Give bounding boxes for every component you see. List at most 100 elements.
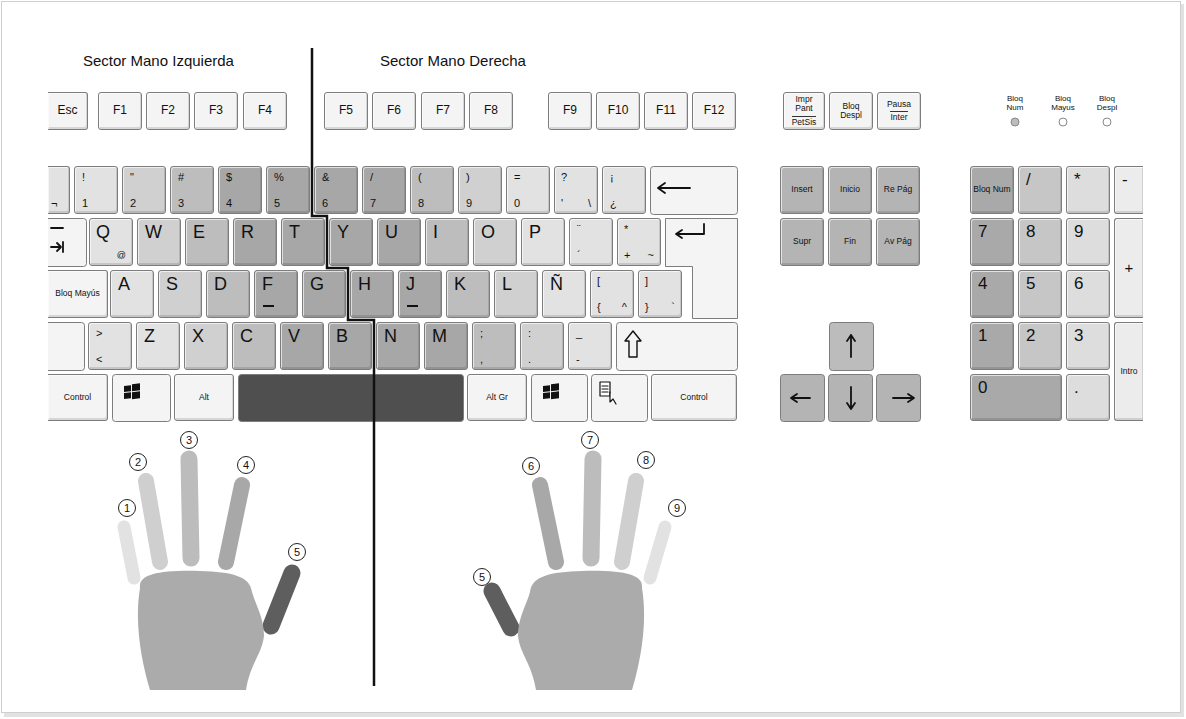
keyboard-key: J	[398, 270, 442, 318]
key-legend: `	[671, 301, 675, 313]
keyboard-key: F11	[644, 92, 688, 130]
keyboard-key: Insert	[780, 166, 824, 214]
windows-key	[532, 375, 588, 422]
key-legend: ^	[622, 301, 627, 313]
key-legend: T	[289, 223, 317, 243]
key-legend: U	[385, 223, 413, 243]
menu-icon	[600, 382, 616, 404]
arrow-key	[781, 375, 825, 422]
key-legend: I	[433, 223, 461, 243]
tab-symbol	[51, 227, 63, 229]
keyboard-key: "2	[122, 166, 166, 214]
finger-number: 5	[473, 568, 491, 586]
keyboard-key: +	[1114, 218, 1143, 318]
key-legend: F11	[656, 104, 676, 117]
arrow-key	[829, 375, 873, 422]
key-legend: 2	[130, 197, 158, 209]
homing-bump	[407, 305, 418, 307]
keyboard-key: $4	[218, 166, 262, 214]
key-legend: Control	[680, 393, 707, 402]
key-legend: H	[358, 275, 386, 295]
key-legend: B	[336, 327, 364, 347]
finger-digit: 5	[294, 547, 300, 558]
left-hand	[124, 459, 292, 690]
shift-key	[617, 323, 738, 371]
key-legend: V	[288, 327, 316, 347]
finger-digit: 4	[243, 460, 249, 471]
key-legend: J	[406, 275, 434, 295]
right-arrow	[893, 394, 914, 402]
key-legend: 7	[370, 197, 398, 209]
key-legend: 6	[322, 197, 350, 209]
key-legend: Supr	[793, 237, 811, 246]
key-legend: Z	[144, 327, 172, 347]
keyboard-key: F5	[324, 92, 368, 130]
keyboard-key: H	[350, 270, 394, 318]
finger	[650, 527, 665, 578]
finger	[622, 481, 636, 562]
keyboard-key: Inicio	[828, 166, 872, 214]
key-legend: *	[624, 223, 648, 235]
keyboard-key: =0	[506, 166, 550, 214]
plain-keys	[48, 167, 921, 422]
backspace-key	[651, 167, 738, 215]
right-hand	[492, 459, 665, 690]
keyboard-key: Fin	[828, 218, 872, 266]
key-legend: ~	[648, 249, 654, 261]
key-legend: /	[370, 171, 398, 183]
keyboard-key: G	[302, 270, 346, 318]
key-legend: Q	[96, 223, 117, 243]
keyboard-key: F7	[421, 92, 465, 130]
finger-digit: 7	[587, 435, 593, 446]
key-legend: <	[96, 353, 124, 365]
key-legend: 6	[1074, 275, 1102, 294]
key-legend: F12	[704, 104, 725, 117]
finger-number: 2	[129, 453, 147, 471]
keyboard-key: 8	[1018, 218, 1062, 266]
key-legend: +	[1125, 260, 1134, 277]
key-legend: D	[214, 275, 242, 295]
key-legend: 3	[178, 197, 206, 209]
thumb	[271, 573, 292, 626]
key-legend: E	[193, 223, 221, 243]
key-legend: Control	[64, 393, 91, 402]
key-legend: }	[645, 301, 671, 313]
keyboard-key: Alt Gr	[467, 374, 527, 421]
key-legend: *	[1074, 171, 1102, 190]
key-legend: ,	[480, 353, 508, 365]
keyboard-key: T	[281, 218, 325, 266]
key-legend: 0	[514, 197, 542, 209]
key-legend: 2	[1026, 327, 1054, 346]
tab-symbol	[51, 242, 63, 252]
keyboard-key: ><	[88, 322, 132, 370]
key-legend: 1	[82, 197, 110, 209]
key-legend: M	[432, 327, 460, 347]
keyboard-key: P	[521, 218, 565, 266]
key-legend: ]	[645, 275, 671, 287]
key-legend: &	[322, 171, 350, 183]
key-legend: -	[1122, 171, 1136, 190]
key-legend: C	[240, 327, 268, 347]
key-legend: #	[178, 171, 206, 183]
finger-digit: 2	[135, 457, 141, 468]
key-legend: P	[529, 223, 557, 243]
up-arrow	[847, 335, 855, 357]
key-legend: -	[576, 353, 604, 365]
keyboard-key: Av Pág	[876, 218, 920, 266]
key-legend: O	[481, 223, 509, 243]
finger-number: 9	[668, 499, 686, 517]
key-legend: Ñ	[550, 275, 578, 295]
finger	[146, 481, 160, 562]
key-legend: PetSis	[792, 116, 817, 127]
keyboard-key: R	[233, 218, 277, 266]
key-legend: Av Pág	[884, 237, 911, 246]
keyboard-key: PausaInter	[877, 92, 921, 130]
key-legend: ¡	[610, 171, 638, 183]
key-legend: F1	[113, 104, 127, 117]
keyboard-key: Impr PantPetSis	[783, 92, 825, 130]
key-legend: Bloq Num	[973, 185, 1010, 194]
tab-key	[48, 219, 87, 267]
key-legend: Pausa	[887, 100, 911, 109]
keyboard-key: U	[377, 218, 421, 266]
keyboard-key: 9	[1066, 218, 1110, 266]
